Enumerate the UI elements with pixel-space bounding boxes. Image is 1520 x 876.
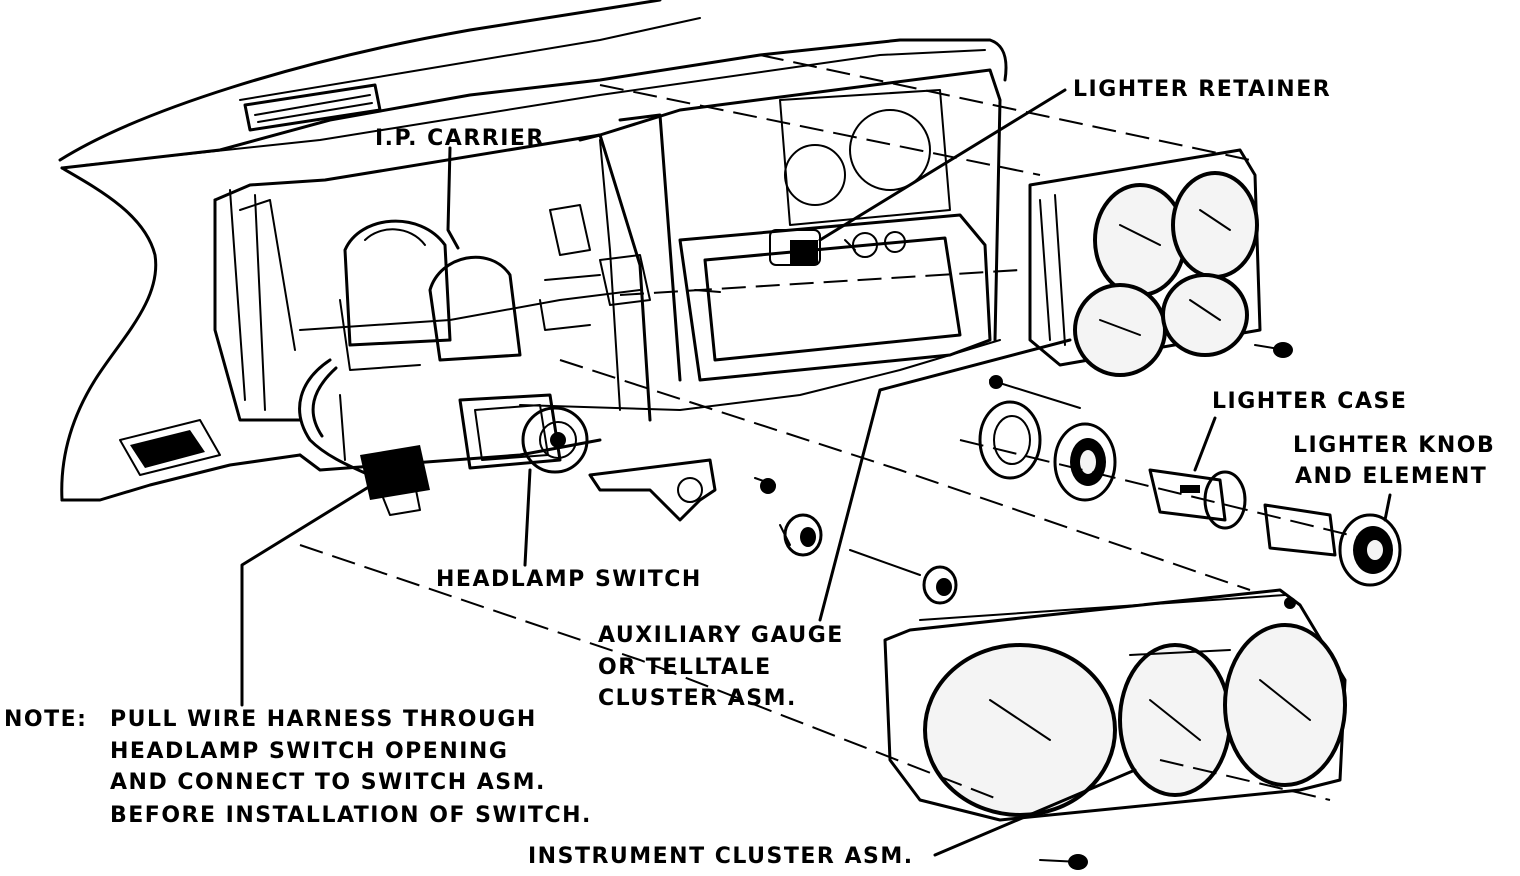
label-auxiliary-gauge-line3: CLUSTER ASM. (598, 686, 797, 711)
headlamp-switch-drawing (458, 393, 776, 522)
knobs-drawing (779, 342, 1293, 870)
label-auxiliary-gauge-line2: OR TELLTALE (598, 655, 772, 680)
lighter-assembly-drawing (978, 400, 1402, 587)
label-auxiliary-gauge-line1: AUXILIARY GAUGE (598, 623, 844, 648)
leader-lines (240, 88, 1392, 857)
label-lighter-case: LIGHTER CASE (1212, 389, 1407, 414)
note-line4: BEFORE INSTALLATION OF SWITCH. (110, 803, 592, 828)
ip-carrier-drawing (58, 0, 1008, 516)
note-line2: HEADLAMP SWITCH OPENING (110, 739, 508, 764)
label-instrument-cluster: INSTRUMENT CLUSTER ASM. (528, 844, 914, 869)
note-line3: AND CONNECT TO SWITCH ASM. (110, 770, 546, 795)
alignment-lines (299, 54, 1371, 801)
labels: LIGHTER RETAINER I.P. CARRIER LIGHTER CA… (4, 77, 1495, 869)
instrument-cluster-drawing (883, 588, 1347, 822)
label-lighter-retainer: LIGHTER RETAINER (1073, 77, 1331, 102)
auxiliary-cluster-drawing (1028, 148, 1262, 377)
note-line1: PULL WIRE HARNESS THROUGH (110, 707, 537, 732)
note-prefix: NOTE: (4, 707, 87, 732)
label-headlamp-switch: HEADLAMP SWITCH (436, 567, 702, 592)
label-lighter-knob-line1: LIGHTER KNOB (1293, 433, 1495, 458)
label-lighter-knob-line2: AND ELEMENT (1295, 464, 1487, 489)
label-ip-carrier: I.P. CARRIER (375, 126, 545, 151)
